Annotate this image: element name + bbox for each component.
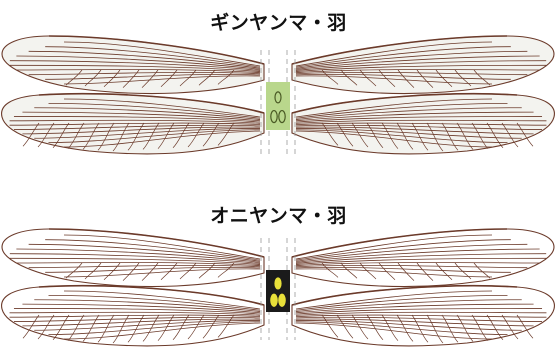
thorax-fig2 <box>266 270 290 312</box>
thorax-fig1 <box>266 82 290 130</box>
hindwing-right-fig1 <box>292 94 554 154</box>
forewing-right-fig2 <box>292 229 554 287</box>
hindwing-right-fig2 <box>292 286 554 346</box>
forewing-left-fig2 <box>2 229 264 287</box>
forewing-left-fig1 <box>2 36 264 94</box>
thorax-mark <box>275 278 281 289</box>
hindwing-left-fig2 <box>2 286 264 346</box>
wing-outline <box>292 36 554 94</box>
wing-outline <box>292 229 554 287</box>
hindwing-left-fig1 <box>2 94 264 154</box>
wing-outline <box>2 36 264 94</box>
thorax-mark <box>279 294 285 306</box>
wing-outline <box>2 229 264 287</box>
thorax-mark <box>271 294 277 306</box>
forewing-right-fig1 <box>292 36 554 94</box>
